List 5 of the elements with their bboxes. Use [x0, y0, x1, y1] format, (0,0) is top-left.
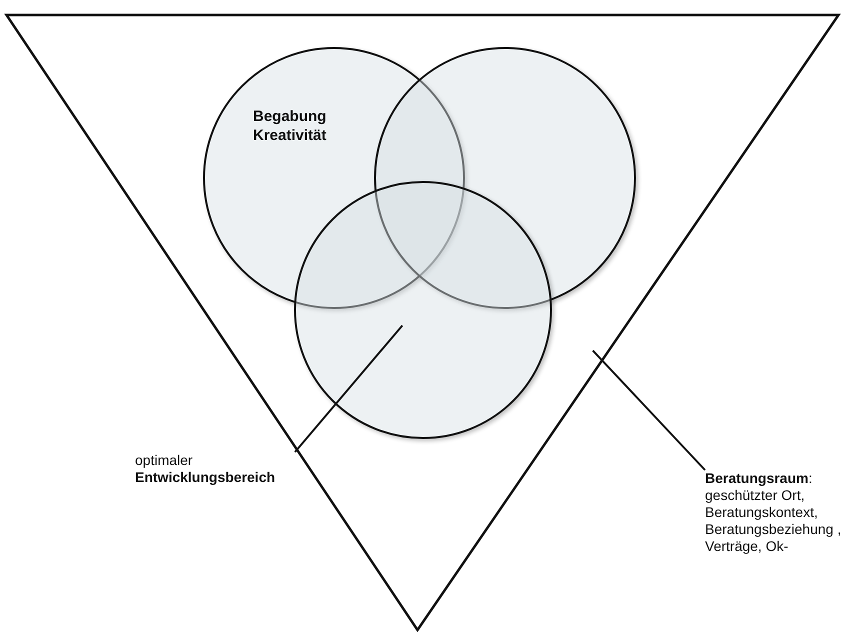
annotation-text: optimaler Entwicklungsbereich: [135, 452, 295, 486]
circle-label: Begabung Kreativität: [253, 107, 328, 145]
triangle-outline: [5, 12, 840, 632]
annotation-text: Beratungsraum: geschützter Ort, Beratungskontext, Beratungsbeziehung , Verträge, Ok-: [705, 470, 845, 555]
leader-line: [592, 350, 706, 471]
